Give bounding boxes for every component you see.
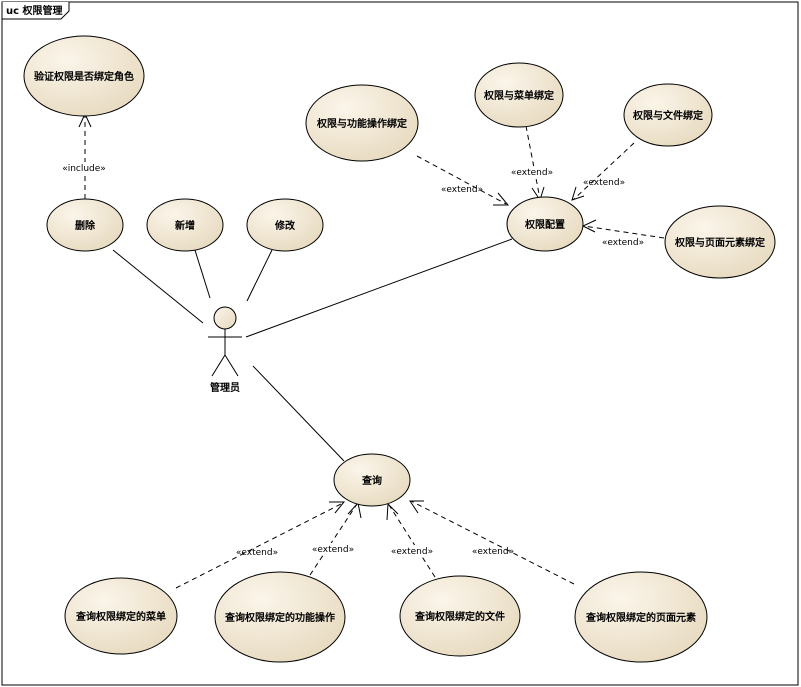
extend-arrowhead-q-page xyxy=(409,500,424,514)
extend-label-menu-bg xyxy=(509,166,555,177)
extend-label-func: «extend» xyxy=(441,185,483,195)
include-label-bg xyxy=(58,162,110,174)
extend-label-q-menu: «extend» xyxy=(236,548,278,558)
stick-figure-icon xyxy=(208,306,242,377)
actor-admin[interactable]: 管理员 xyxy=(208,306,242,394)
usecase-func-op[interactable]: 权限与功能操作绑定 xyxy=(305,84,419,162)
usecase-q-func-label: 查询权限绑定的功能操作 xyxy=(224,611,335,624)
extend-label-file: «extend» xyxy=(583,178,625,188)
assoc-add xyxy=(193,246,211,299)
usecase-menu-label: 权限与菜单绑定 xyxy=(483,89,554,102)
extend-label-page: «extend» xyxy=(602,238,644,248)
usecase-config[interactable]: 权限配置 xyxy=(506,196,584,252)
usecase-delete[interactable]: 删除 xyxy=(46,198,124,252)
assoc-delete xyxy=(112,249,204,324)
usecase-query-label: 查询 xyxy=(361,474,382,487)
usecase-q-file-label: 查询权限绑定的文件 xyxy=(414,610,505,623)
extend-arrowhead-func xyxy=(493,192,510,206)
usecase-config-label: 权限配置 xyxy=(524,218,565,231)
extend-line-q-page xyxy=(410,500,575,585)
usecase-q-menu[interactable]: 查询权限绑定的菜单 xyxy=(64,577,178,655)
usecase-file-label: 权限与文件绑定 xyxy=(632,109,703,122)
usecase-func-op-label: 权限与功能操作绑定 xyxy=(316,117,407,130)
usecase-add-label: 新增 xyxy=(175,219,195,232)
frame-tab xyxy=(1,2,70,20)
usecase-q-page-label: 查询权限绑定的页面元素 xyxy=(585,611,696,624)
usecase-q-menu-label: 查询权限绑定的菜单 xyxy=(75,610,166,623)
usecase-modify[interactable]: 修改 xyxy=(246,198,324,252)
extend-arrowhead-q-menu xyxy=(329,501,346,514)
usecase-page[interactable]: 权限与页面元素绑定 xyxy=(664,205,776,279)
actor-admin-label: 管理员 xyxy=(210,381,240,394)
extend-line-menu xyxy=(525,125,541,200)
extend-line-file xyxy=(572,142,635,201)
usecase-q-func[interactable]: 查询权限绑定的功能操作 xyxy=(214,571,346,663)
usecase-q-file[interactable]: 查询权限绑定的文件 xyxy=(399,575,521,657)
usecase-delete-label: 删除 xyxy=(75,219,96,232)
extend-label-q-func-bg xyxy=(310,543,356,554)
extend-label-q-file-bg xyxy=(389,545,435,556)
extend-line-q-menu xyxy=(175,502,344,589)
extend-arrowhead-file xyxy=(571,186,585,201)
extend-line-func xyxy=(416,155,507,205)
assoc-config xyxy=(245,238,513,338)
frame-title: uc 权限管理 xyxy=(6,4,63,17)
usecase-verify[interactable]: 验证权限是否绑定角色 xyxy=(23,35,145,117)
usecase-q-page[interactable]: 查询权限绑定的页面元素 xyxy=(574,571,708,663)
extend-label-q-file: «extend» xyxy=(391,547,433,557)
extend-label-q-page: «extend» xyxy=(472,547,514,557)
usecase-menu[interactable]: 权限与菜单绑定 xyxy=(474,62,564,128)
extend-line-page xyxy=(583,225,665,239)
include-label: «include» xyxy=(62,164,106,174)
extend-label-q-func: «extend» xyxy=(312,545,354,555)
assoc-query xyxy=(252,365,345,462)
usecase-modify-label: 修改 xyxy=(274,219,296,232)
usecase-verify-label: 验证权限是否绑定角色 xyxy=(34,70,134,83)
usecase-query[interactable]: 查询 xyxy=(333,453,411,507)
extend-label-menu: «extend» xyxy=(511,168,553,178)
usecase-page-label: 权限与页面元素绑定 xyxy=(674,236,765,249)
usecase-add[interactable]: 新增 xyxy=(146,198,224,252)
usecase-file[interactable]: 权限与文件绑定 xyxy=(623,83,713,147)
assoc-modify xyxy=(246,249,273,302)
